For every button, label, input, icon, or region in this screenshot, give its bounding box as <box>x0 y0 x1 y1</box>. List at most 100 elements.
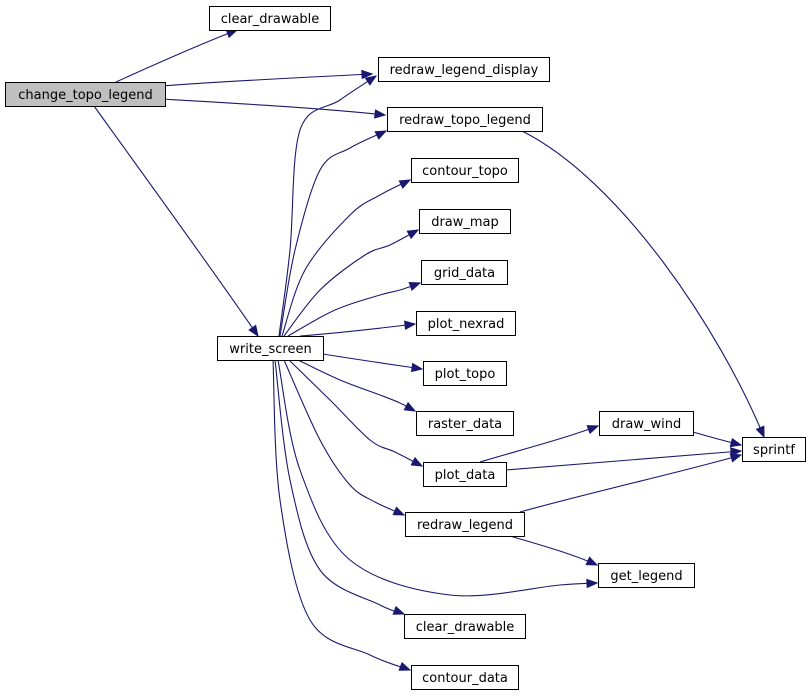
node-label: contour_data <box>422 671 508 686</box>
arrowhead-icon <box>398 179 412 189</box>
arrowhead-icon <box>586 425 600 435</box>
arrowhead-icon <box>364 75 378 86</box>
nodes-layer: change_topo_legend clear_drawable redraw_l… <box>5 6 806 690</box>
edge-write_screen-to-clear_drawable_2 <box>274 359 406 615</box>
edge-line <box>288 359 423 467</box>
node-redraw-legend[interactable]: redraw_legend <box>405 512 525 537</box>
arrowhead-icon <box>392 506 406 516</box>
node-contour-topo[interactable]: contour_topo <box>411 158 519 183</box>
node-box[interactable] <box>404 614 526 639</box>
node-write-screen[interactable]: write_screen <box>217 336 324 361</box>
edge-line <box>322 353 423 370</box>
node-box[interactable] <box>416 311 516 336</box>
node-redraw-legend-display[interactable]: redraw_legend_display <box>378 57 550 82</box>
node-box[interactable] <box>598 563 695 588</box>
arrowhead-icon <box>225 29 239 39</box>
edge-line <box>160 73 373 87</box>
edge-redraw_legend-to-get_legend <box>509 535 599 566</box>
edge-write_screen-to-raster_data <box>297 359 417 412</box>
arrowhead-icon <box>392 605 406 615</box>
node-redraw-topo-legend[interactable]: redraw_topo_legend <box>387 107 543 132</box>
edge-change_topo_legend-to-clear_drawable_1 <box>115 29 239 83</box>
node-clear-drawable-2[interactable]: clear_drawable <box>404 614 526 639</box>
edge-plot_data-to-sprintf <box>505 447 743 471</box>
node-label: contour_topo <box>422 164 508 179</box>
edge-write_screen-to-contour_data <box>272 359 412 671</box>
edge-draw_wind-to-sprintf <box>692 431 743 448</box>
edge-write_screen-to-grid_data <box>287 281 422 337</box>
node-label: get_legend <box>610 569 682 584</box>
edges-layer <box>93 29 765 671</box>
edge-line <box>115 29 238 83</box>
arrowhead-icon <box>729 453 743 463</box>
node-get-legend[interactable]: get_legend <box>598 563 695 588</box>
node-label: grid_data <box>434 266 495 281</box>
node-box[interactable] <box>5 82 166 107</box>
arrowhead-icon <box>404 320 417 330</box>
node-label: raster_data <box>428 417 502 432</box>
node-label: sprintf <box>753 443 795 458</box>
edge-line <box>283 359 405 516</box>
node-box[interactable] <box>378 57 550 82</box>
node-box[interactable] <box>421 260 508 285</box>
node-grid-data[interactable]: grid_data <box>421 260 508 285</box>
node-label: plot_nexrad <box>428 317 505 332</box>
edge-line <box>272 359 411 671</box>
edge-change_topo_legend-to-redraw_legend_display <box>160 69 374 87</box>
edge-line <box>297 359 416 412</box>
edge-redraw_legend-to-sprintf <box>519 453 743 513</box>
arrowhead-icon <box>361 69 374 80</box>
node-draw-map[interactable]: draw_map <box>419 209 511 234</box>
node-label: redraw_legend <box>417 518 513 533</box>
node-box[interactable] <box>419 209 511 234</box>
node-box[interactable] <box>411 665 519 690</box>
node-label: change_topo_legend <box>18 88 152 103</box>
node-box[interactable] <box>217 336 324 361</box>
edge-write_screen-to-draw_map <box>283 229 420 337</box>
edge-line <box>278 75 377 337</box>
node-plot-topo[interactable]: plot_topo <box>423 361 507 386</box>
node-contour-data[interactable]: contour_data <box>411 665 519 690</box>
node-box[interactable] <box>209 6 331 31</box>
edge-line <box>283 229 419 337</box>
node-label: plot_data <box>435 468 496 483</box>
node-clear-drawable-1[interactable]: clear_drawable <box>209 6 331 31</box>
node-box[interactable] <box>423 361 507 386</box>
edge-line <box>279 130 387 337</box>
arrowhead-icon <box>406 229 420 240</box>
node-raster-data[interactable]: raster_data <box>416 411 514 436</box>
arrowhead-icon <box>374 130 388 140</box>
node-label: draw_wind <box>612 417 681 432</box>
edge-redraw_topo_legend-to-sprintf <box>521 130 765 439</box>
edge-line <box>479 425 599 463</box>
node-plot-data[interactable]: plot_data <box>423 462 507 487</box>
arrowhead-icon <box>410 362 424 373</box>
edge-line <box>521 130 765 438</box>
node-box[interactable] <box>416 411 514 436</box>
edge-line <box>519 454 742 513</box>
node-box[interactable] <box>405 512 525 537</box>
node-change-topo-legend[interactable]: change_topo_legend <box>5 82 166 107</box>
node-label: clear_drawable <box>221 12 320 27</box>
node-box[interactable] <box>411 158 519 183</box>
edge-write_screen-to-plot_topo <box>322 353 424 373</box>
node-box[interactable] <box>387 107 543 132</box>
arrowhead-icon <box>410 456 424 467</box>
arrowhead-icon <box>403 401 417 412</box>
edge-write_screen-to-get_legend <box>277 359 599 597</box>
arrowhead-icon <box>586 578 599 589</box>
edge-write_screen-to-redraw_topo_legend <box>279 130 388 337</box>
edge-line <box>160 98 386 116</box>
node-label: write_screen <box>229 342 311 357</box>
node-box[interactable] <box>423 462 507 487</box>
node-box[interactable] <box>742 437 806 462</box>
edge-line <box>287 282 421 337</box>
node-sprintf[interactable]: sprintf <box>742 437 806 462</box>
node-plot-nexrad[interactable]: plot_nexrad <box>416 311 516 336</box>
node-draw-wind[interactable]: draw_wind <box>599 411 694 436</box>
edge-line <box>505 450 742 471</box>
node-box[interactable] <box>599 411 694 436</box>
node-label: plot_topo <box>435 367 496 382</box>
edge-line <box>509 535 598 566</box>
